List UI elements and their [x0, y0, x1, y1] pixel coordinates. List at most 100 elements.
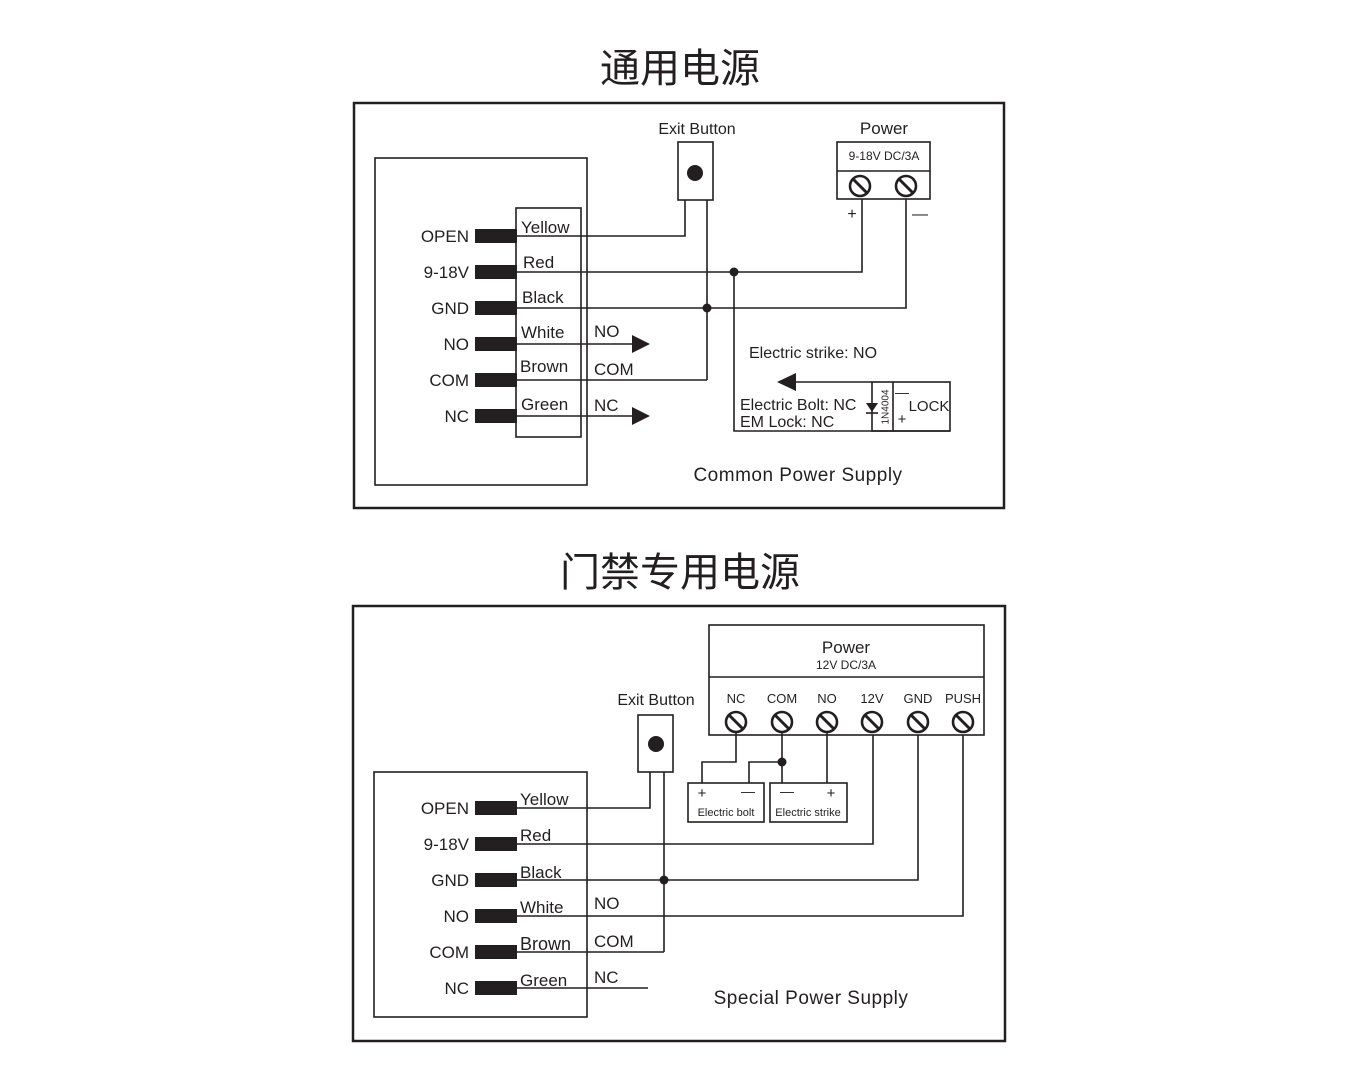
lock-label: LOCK: [909, 398, 950, 415]
output-label-com: COM: [594, 932, 634, 951]
no-arrow-icon: [632, 335, 650, 353]
screw-terminal-icon: [894, 174, 918, 198]
common-lock-circuit: Electric strike: NO 1N4004 — + LOCK Elec…: [733, 272, 951, 432]
power-minus-sign: —: [912, 206, 928, 223]
screw-terminal-icon: [724, 710, 748, 734]
screw-terminal-icon: [815, 710, 839, 734]
terminal-label-no: NO: [444, 335, 470, 354]
power-rating: 9-18V DC/3A: [849, 149, 920, 163]
wire-label-white: White: [520, 898, 563, 917]
screw-terminal-icon: [770, 710, 794, 734]
terminal-block: [475, 373, 517, 387]
wire-label-brown: Brown: [520, 357, 568, 376]
terminal-block: [475, 229, 517, 243]
lock-plus-sign: +: [898, 411, 907, 428]
terminal-label-nc: NC: [444, 979, 469, 998]
special-caption: Special Power Supply: [714, 988, 909, 1009]
lock-minus-sign: —: [895, 384, 909, 400]
junction-dot: [659, 875, 669, 885]
special-frame: [351, 604, 1007, 1043]
strike-plus-sign: +: [827, 785, 836, 802]
terminal-label-com: COM: [429, 371, 469, 390]
wire-label-black: Black: [520, 863, 562, 882]
terminal-label-nc: NC: [444, 407, 469, 426]
controller-box: [373, 771, 588, 1018]
electric-strike-box: — + Electric strike: [769, 782, 848, 823]
power-terminal-nc: NC: [727, 691, 746, 706]
terminal-label-open: OPEN: [421, 799, 469, 818]
terminal-label-open: OPEN: [421, 227, 469, 246]
black-wire: [516, 199, 907, 309]
diode-icon: [866, 403, 878, 412]
strike-minus-sign: —: [780, 783, 794, 799]
terminal-label-power: 9-18V: [424, 263, 470, 282]
terminal-label-no: NO: [444, 907, 470, 926]
special-title: 门禁专用电源: [560, 551, 800, 595]
yellow-wire: [516, 200, 686, 237]
em-lock-note: EM Lock: NC: [740, 414, 834, 431]
bolt-plus-sign: +: [698, 785, 707, 802]
terminal-block: [475, 301, 517, 315]
terminal-label-gnd: GND: [431, 299, 469, 318]
terminal-block: [475, 981, 517, 995]
common-power-supply: Power 9-18V DC/3A + —: [836, 119, 931, 223]
red-wire: [516, 199, 863, 273]
common-controller: OPEN 9-18V GND NO COM NC Yellow Red Blac…: [374, 157, 588, 486]
exit-button-icon: [687, 165, 703, 181]
wire-label-box: [515, 207, 582, 438]
strike-arrow-icon: [777, 373, 796, 391]
bolt-minus-sign: —: [741, 783, 755, 799]
special-power-supply: Power 12V DC/3A NC COM NO 12V GND PUSH: [708, 624, 985, 736]
wire-label-yellow: Yellow: [520, 790, 569, 809]
electric-strike-note: Electric strike: NO: [749, 345, 877, 362]
terminal-label-com: COM: [429, 943, 469, 962]
terminal-block: [475, 945, 517, 959]
terminal-block: [475, 337, 517, 351]
power-terminal-push: PUSH: [945, 691, 981, 706]
common-frame: [352, 101, 1006, 510]
power-terminal-com: COM: [767, 691, 797, 706]
electric-bolt-frame: [687, 782, 765, 823]
wire-label-red: Red: [520, 826, 551, 845]
terminal-label-gnd: GND: [431, 871, 469, 890]
junction-dot: [702, 303, 712, 313]
controller-box: [374, 157, 588, 486]
screw-terminal-icon: [951, 710, 975, 734]
terminal-block: [475, 409, 517, 423]
terminal-block: [475, 801, 517, 815]
red-wire: [516, 735, 874, 845]
output-label-no: NO: [594, 322, 620, 341]
terminal-block: [475, 837, 517, 851]
terminal-block: [475, 873, 517, 887]
terminal-label-power: 9-18V: [424, 835, 470, 854]
power-box: [708, 624, 985, 736]
common-caption: Common Power Supply: [693, 465, 902, 486]
wire-label-green: Green: [520, 971, 567, 990]
wire-label-white: White: [521, 323, 564, 342]
common-title: 通用电源: [600, 47, 760, 91]
junction-dot: [777, 757, 787, 767]
output-label-no: NO: [594, 894, 620, 913]
power-terminal-gnd: GND: [904, 691, 933, 706]
power-label: Power: [822, 638, 871, 657]
output-label-com: COM: [594, 360, 634, 379]
special-exit-button: Exit Button: [617, 692, 695, 773]
power-label: Power: [860, 119, 909, 138]
exit-button-box: [637, 714, 674, 773]
screw-terminal-icon: [860, 710, 884, 734]
power-rating: 12V DC/3A: [816, 658, 876, 672]
wire-label-red: Red: [523, 253, 554, 272]
yellow-wire: [516, 772, 651, 809]
wire-label-green: Green: [521, 395, 568, 414]
screw-terminal-icon: [906, 710, 930, 734]
electric-bolt-note: Electric Bolt: NC: [740, 397, 856, 414]
nc-to-bolt-wire: [701, 732, 737, 783]
power-plus-sign: +: [847, 206, 856, 223]
exit-button-label: Exit Button: [658, 121, 735, 138]
com-to-bolt-wire: [748, 761, 782, 783]
nc-arrow-icon: [632, 407, 650, 425]
special-controller: OPEN 9-18V GND NO COM NC Yellow Red Blac…: [373, 771, 588, 1018]
output-label-nc: NC: [594, 968, 619, 987]
electric-bolt-label: Electric bolt: [698, 807, 755, 819]
